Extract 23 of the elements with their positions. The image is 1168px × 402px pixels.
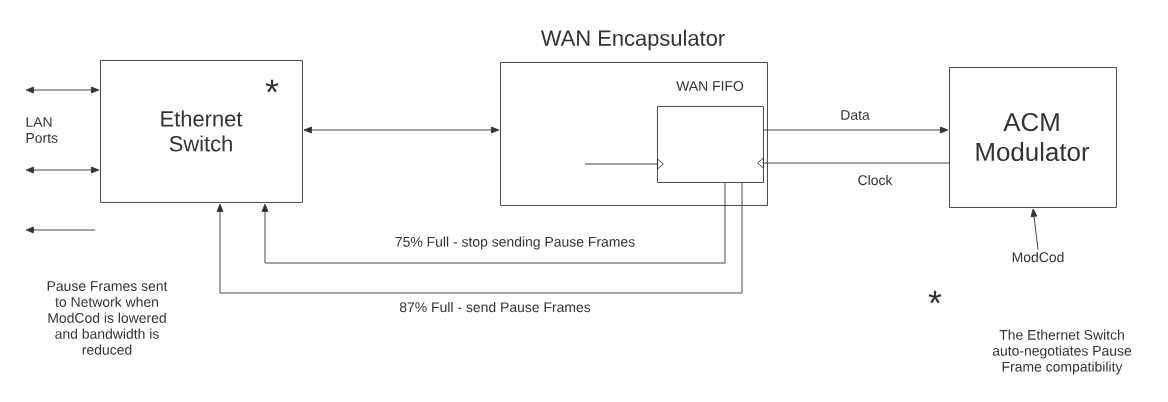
input-label: ModCod xyxy=(1012,251,1064,263)
edge-label: 75% Full - stop sending Pause Frames xyxy=(393,235,637,251)
arrow xyxy=(303,126,500,134)
fifo-box: WAN FIFO xyxy=(657,81,764,183)
switch-box: Ethernet Switch * xyxy=(100,60,303,203)
edge-label: Clock xyxy=(856,173,894,187)
arrow xyxy=(216,182,743,294)
arrow xyxy=(261,182,726,264)
modulator-box: ACM Modulator xyxy=(949,67,1117,208)
arrow xyxy=(1030,208,1039,250)
arrow xyxy=(25,166,100,174)
arrow xyxy=(757,157,950,169)
edge-label: Data xyxy=(839,109,871,121)
arrow xyxy=(25,86,100,94)
footnote-asterisk: * xyxy=(928,290,942,304)
port-label: LAN Ports xyxy=(26,117,58,143)
arrow xyxy=(584,158,664,170)
edge-label: 87% Full - send Pause Frames xyxy=(398,300,592,314)
note-text: Pause Frames sent to Network when ModCod is lowered and bandwidth is reduced xyxy=(47,281,168,355)
arrow xyxy=(763,126,949,134)
node-label: WAN FIFO xyxy=(676,81,744,91)
node-label: WAN Encapsulator xyxy=(540,29,725,51)
footnote-text: The Ethernet Switch auto-negotiates Pause Frame compatibility xyxy=(992,329,1132,375)
